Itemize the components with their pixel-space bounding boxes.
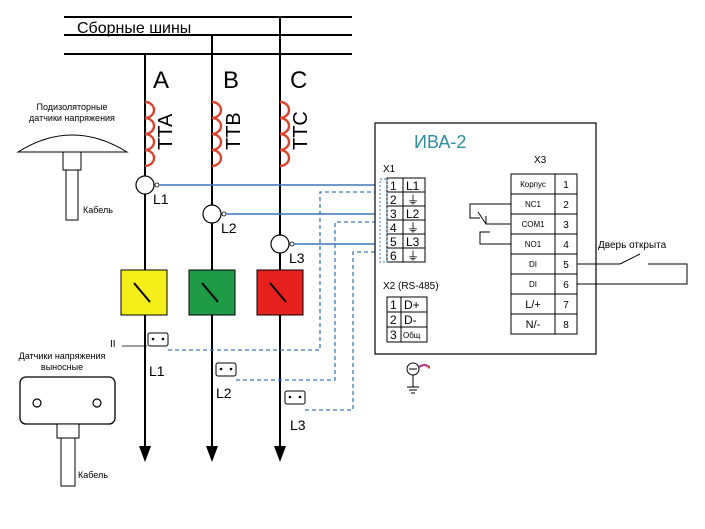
x3-num-7: 7 (563, 300, 569, 311)
switch-b (188, 269, 236, 316)
device-title: ИВА-2 (414, 132, 466, 152)
x3-name-5: DI (529, 260, 537, 269)
x2-num-3: 3 (390, 328, 397, 342)
voltage-sensor-1 (147, 332, 169, 347)
remote-sensor-title-2: выносные (41, 362, 83, 372)
insulator-cable-label: Кабель (83, 205, 113, 215)
x3-num-5: 5 (563, 260, 569, 271)
ct-line-label-3: L3 (289, 250, 305, 266)
ground-icon (406, 362, 430, 394)
ct-line-label-2: L2 (221, 220, 237, 236)
ct-b-label: TTB (223, 112, 245, 150)
x2-label: X2 (RS-485) (383, 281, 439, 292)
remote-sensor-mark: II (110, 339, 116, 350)
ct-line-label-1: L1 (153, 191, 169, 207)
x1-num-3: 3 (390, 207, 397, 221)
current-sensor-c (270, 234, 290, 254)
x3-num-3: 3 (563, 220, 569, 231)
x3-label: X3 (534, 155, 547, 166)
x1-label: X1 (383, 164, 396, 175)
x2-name-1: D+ (404, 298, 420, 312)
remote-sensor-cable-icon (60, 437, 76, 487)
x1-name-4: ⏚ (407, 221, 419, 235)
remote-sensor-cable-label: Кабель (78, 470, 108, 480)
remote-sensor-title-1: Датчики напряжения (19, 351, 106, 361)
relay-contact-icon (469, 203, 511, 245)
switch-c (256, 269, 304, 316)
switch-a (120, 269, 168, 316)
ct-c-coil (279, 100, 291, 168)
x3-name-3: COM1 (521, 220, 545, 229)
x2-name-3: Общ (403, 331, 421, 340)
x1-name-6: ⏚ (407, 249, 419, 263)
ct-c-label: TTC (290, 111, 312, 150)
door-switch-icon (577, 253, 688, 285)
door-label: Дверь открыта (598, 240, 667, 251)
voltage-sensor-2 (215, 362, 237, 377)
x3-name-4: NO1 (525, 240, 542, 249)
ct-a-label: TTA (155, 113, 177, 150)
dashed-wire-2 (236, 221, 380, 381)
phase-a-label: A (153, 67, 169, 94)
x1-num-6: 6 (390, 249, 397, 263)
x3-num-6: 6 (563, 280, 569, 291)
x3-num-4: 4 (563, 240, 569, 251)
sensor-line-label-1: L1 (149, 363, 165, 379)
ct-a-coil (144, 100, 156, 168)
x2-name-2: D- (404, 313, 417, 327)
x3-name-2: NC1 (525, 200, 542, 209)
x3-num-2: 2 (563, 200, 569, 211)
busbars (64, 16, 352, 55)
x1-name-2: ⏚ (407, 193, 419, 207)
sensor-line-label-3: L3 (290, 417, 306, 433)
current-sensor-b (202, 204, 222, 224)
x3-num-8: 8 (563, 320, 569, 331)
phase-a-arrow (139, 446, 151, 462)
x3-name-6: DI (529, 280, 537, 289)
dashed-wire-1 (168, 191, 380, 351)
phase-c-label: C (290, 67, 307, 94)
x1-num-4: 4 (390, 221, 397, 235)
insulator-dome-icon (16, 134, 129, 153)
x1-num-2: 2 (390, 193, 397, 207)
x1-name-5: L3 (406, 235, 420, 249)
x1-name-1: L1 (406, 179, 420, 193)
voltage-sensor-3 (284, 390, 306, 405)
x2-num-1: 1 (390, 298, 397, 312)
x3-num-1: 1 (563, 180, 569, 191)
x1-num-5: 5 (390, 235, 397, 249)
x1-num-1: 1 (390, 179, 397, 193)
phase-c-arrow (274, 446, 286, 462)
dashed-wire-3 (305, 251, 380, 411)
phase-b-arrow (206, 446, 218, 462)
x3-name-8: N/- (526, 319, 541, 331)
x2-num-2: 2 (390, 313, 397, 327)
sensor-line-label-2: L2 (216, 385, 232, 401)
insulator-title-2: датчики напряжения (29, 113, 115, 123)
x3-name-7: L/+ (525, 299, 541, 311)
ct-b-coil (211, 100, 223, 168)
phase-b-label: B (223, 67, 239, 94)
current-sensor-a (135, 175, 155, 195)
x3-name-1: Корпус (520, 180, 546, 189)
insulator-title-1: Подизоляторные (37, 102, 108, 112)
insulator-cable-icon (65, 169, 79, 221)
busbar-label: Сборные шины (77, 20, 191, 37)
x1-name-3: L2 (406, 207, 420, 221)
